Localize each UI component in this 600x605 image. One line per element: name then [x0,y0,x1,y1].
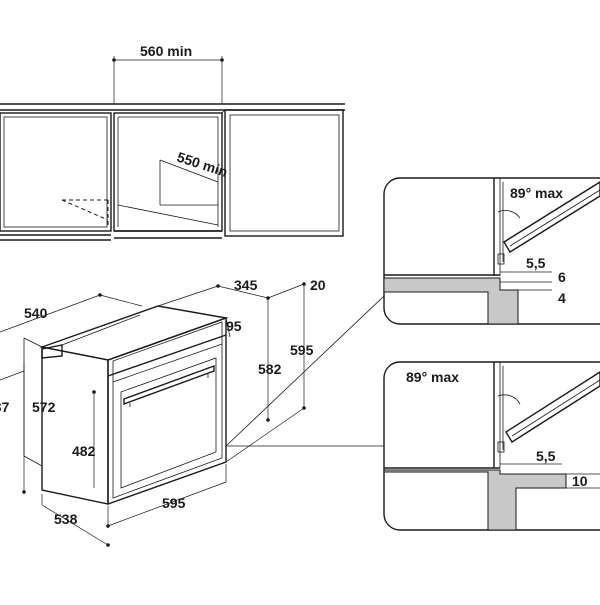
depth-20-label: 20 [310,277,326,293]
detail-top-gap-label: 5,5 [526,255,546,271]
height-537-label: 537 [0,399,10,415]
niche-width-label: 560 min [140,43,192,59]
height-95-label: 95 [226,318,242,334]
detail-bottom-hinge: 89° max 5,5 10 [383,361,600,531]
width-595-bottom-label: 595 [162,495,186,511]
width-538-label: 538 [54,511,78,527]
depth-540-label: 540 [24,305,48,321]
detail-top-6-label: 6 [558,269,566,285]
detail-top-hinge: 89° max 5,5 6 4 [383,177,600,325]
height-572-label: 572 [32,399,56,415]
detail-top-4-label: 4 [558,290,566,306]
cabinet-niche-drawing: 560 min 550 min [0,43,345,241]
detail-bottom-10-label: 10 [572,473,588,489]
detail-top-angle-label: 89° max [510,185,563,201]
height-482-label: 482 [72,443,96,459]
detail-bottom-angle-label: 89° max [406,369,459,385]
detail-bottom-gap-label: 5,5 [536,448,556,464]
height-595-right-label: 595 [290,342,314,358]
depth-345-label: 345 [234,277,258,293]
oven-dimension-lines: 540 345 20 95 582 595 537 572 482 [0,277,385,547]
height-582-label: 582 [258,361,282,377]
